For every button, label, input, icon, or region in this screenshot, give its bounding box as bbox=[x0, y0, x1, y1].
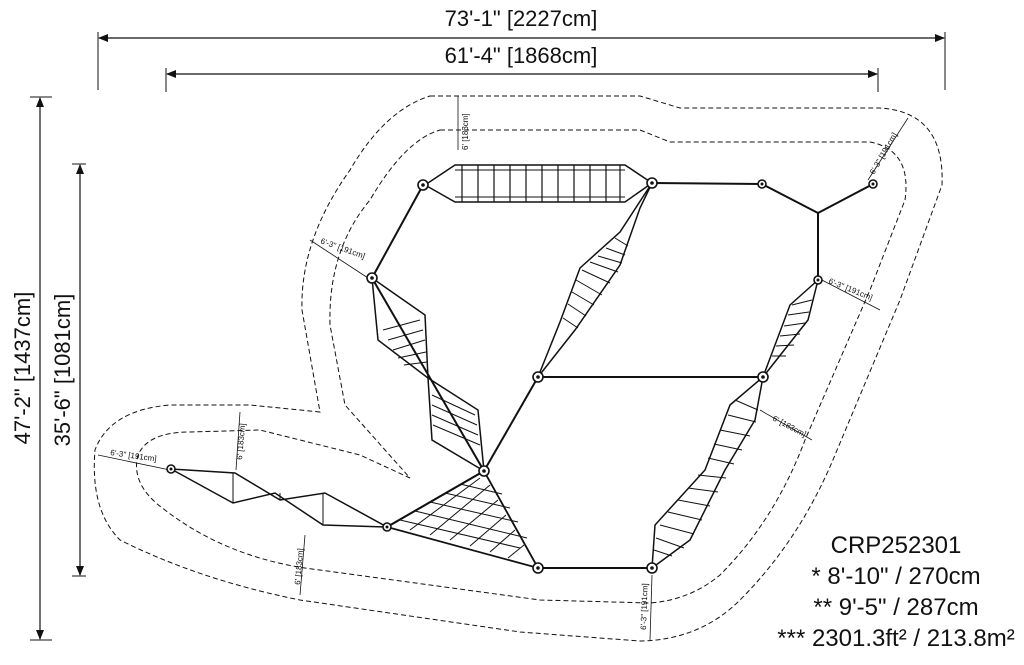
right-net-lower bbox=[651, 376, 764, 569]
safety-zone-outer-boundary bbox=[93, 95, 943, 642]
diagonal-ladder-upper bbox=[537, 182, 653, 378]
dimension-inner-height: 35'-6" [1081cm] bbox=[50, 163, 86, 577]
info-line-3: *** 2301.3ft² / 213.8m² bbox=[777, 625, 1015, 652]
clearance-label-right-lower: 6' [183cm] bbox=[771, 414, 808, 439]
left-rope-run bbox=[170, 468, 388, 528]
clearance-label-top: 6' [183cm] bbox=[461, 113, 470, 150]
safety-zone-inner-boundary bbox=[136, 129, 907, 604]
clearance-dimensions bbox=[97, 96, 909, 641]
info-line-2: ** 9'-5" / 287cm bbox=[813, 594, 979, 621]
post-joints bbox=[169, 181, 875, 570]
left-zigzag-ladder bbox=[371, 277, 485, 472]
clearance-label-bottom-mid: 6'-3" [191cm] bbox=[639, 583, 650, 630]
model-number: CRP252301 bbox=[830, 532, 962, 559]
overall-width-label: 73'-1" [2227cm] bbox=[445, 6, 598, 31]
info-block: CRP252301 * 8'-10" / 270cm ** 9'-5" / 28… bbox=[776, 530, 1016, 654]
clearance-label-left-far: 6'-3" [191cm] bbox=[110, 448, 157, 463]
clearance-label-right-mid: 6'-3" [191cm] bbox=[827, 277, 874, 303]
posts bbox=[166, 177, 878, 574]
overall-height-label: 47'-2" [1437cm] bbox=[10, 292, 35, 445]
clearance-label-left-far-b: 6' [183cm] bbox=[235, 423, 247, 460]
structure-frame bbox=[371, 182, 874, 569]
inner-height-label: 35'-6" [1081cm] bbox=[50, 294, 75, 447]
inner-width-label: 61'-4" [1868cm] bbox=[445, 43, 598, 68]
dimension-overall-width: 73'-1" [2227cm] bbox=[97, 6, 946, 90]
right-ladder-upper bbox=[762, 279, 819, 378]
clearance-label-left-upper: 6'-3" [191cm] bbox=[319, 236, 366, 260]
top-ladder-bridge bbox=[423, 164, 654, 203]
dimension-inner-width: 61'-4" [1868cm] bbox=[165, 43, 879, 92]
dimension-overall-height: 47'-2" [1437cm] bbox=[10, 96, 52, 641]
cargo-net bbox=[384, 469, 540, 570]
info-line-1: * 8'-10" / 270cm bbox=[811, 563, 981, 590]
clearance-label-bottom-left: 6' [183cm] bbox=[293, 548, 305, 585]
